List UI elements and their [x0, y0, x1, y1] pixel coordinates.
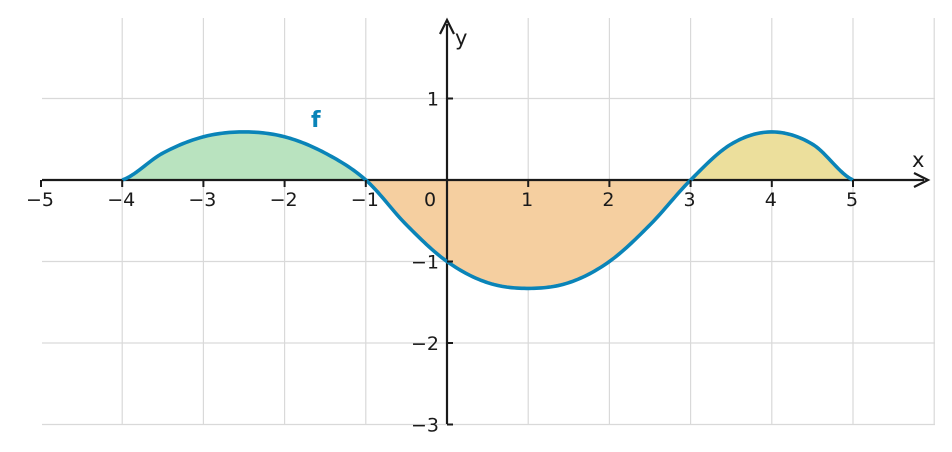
y-axis-title: y [455, 26, 467, 50]
x-tick-label: −4 [107, 189, 135, 211]
axes [42, 17, 931, 424]
y-tick-label: −2 [411, 333, 439, 355]
x-tick-label: −1 [351, 189, 379, 211]
series-line-f [121, 130, 854, 291]
shaded-regions [122, 131, 853, 289]
ticks: −5 −4 −3 −2 −1 1 2 3 4 5 1 −1 −2 −3 [26, 89, 858, 437]
x-tick-label: 3 [684, 189, 696, 211]
x-axis-title: x [912, 148, 924, 172]
x-axis-arrow [913, 172, 931, 188]
x-tick-label: −3 [188, 189, 216, 211]
x-tick-label: −2 [270, 189, 298, 211]
curves [121, 130, 854, 291]
origin-label: 0 [424, 189, 436, 211]
x-tick-label: 4 [765, 189, 777, 211]
x-tick-label: 2 [602, 189, 614, 211]
series-label-f: f [311, 108, 321, 133]
shaded-region-3 [690, 131, 853, 180]
y-tick-label: 1 [427, 89, 439, 111]
x-tick-label: 1 [521, 189, 533, 211]
y-axis-arrow [439, 17, 455, 35]
x-tick-label: 5 [846, 189, 858, 211]
y-tick-label: −1 [411, 252, 439, 274]
x-tick-label: −5 [26, 189, 54, 211]
y-tick-label: −3 [411, 415, 439, 437]
